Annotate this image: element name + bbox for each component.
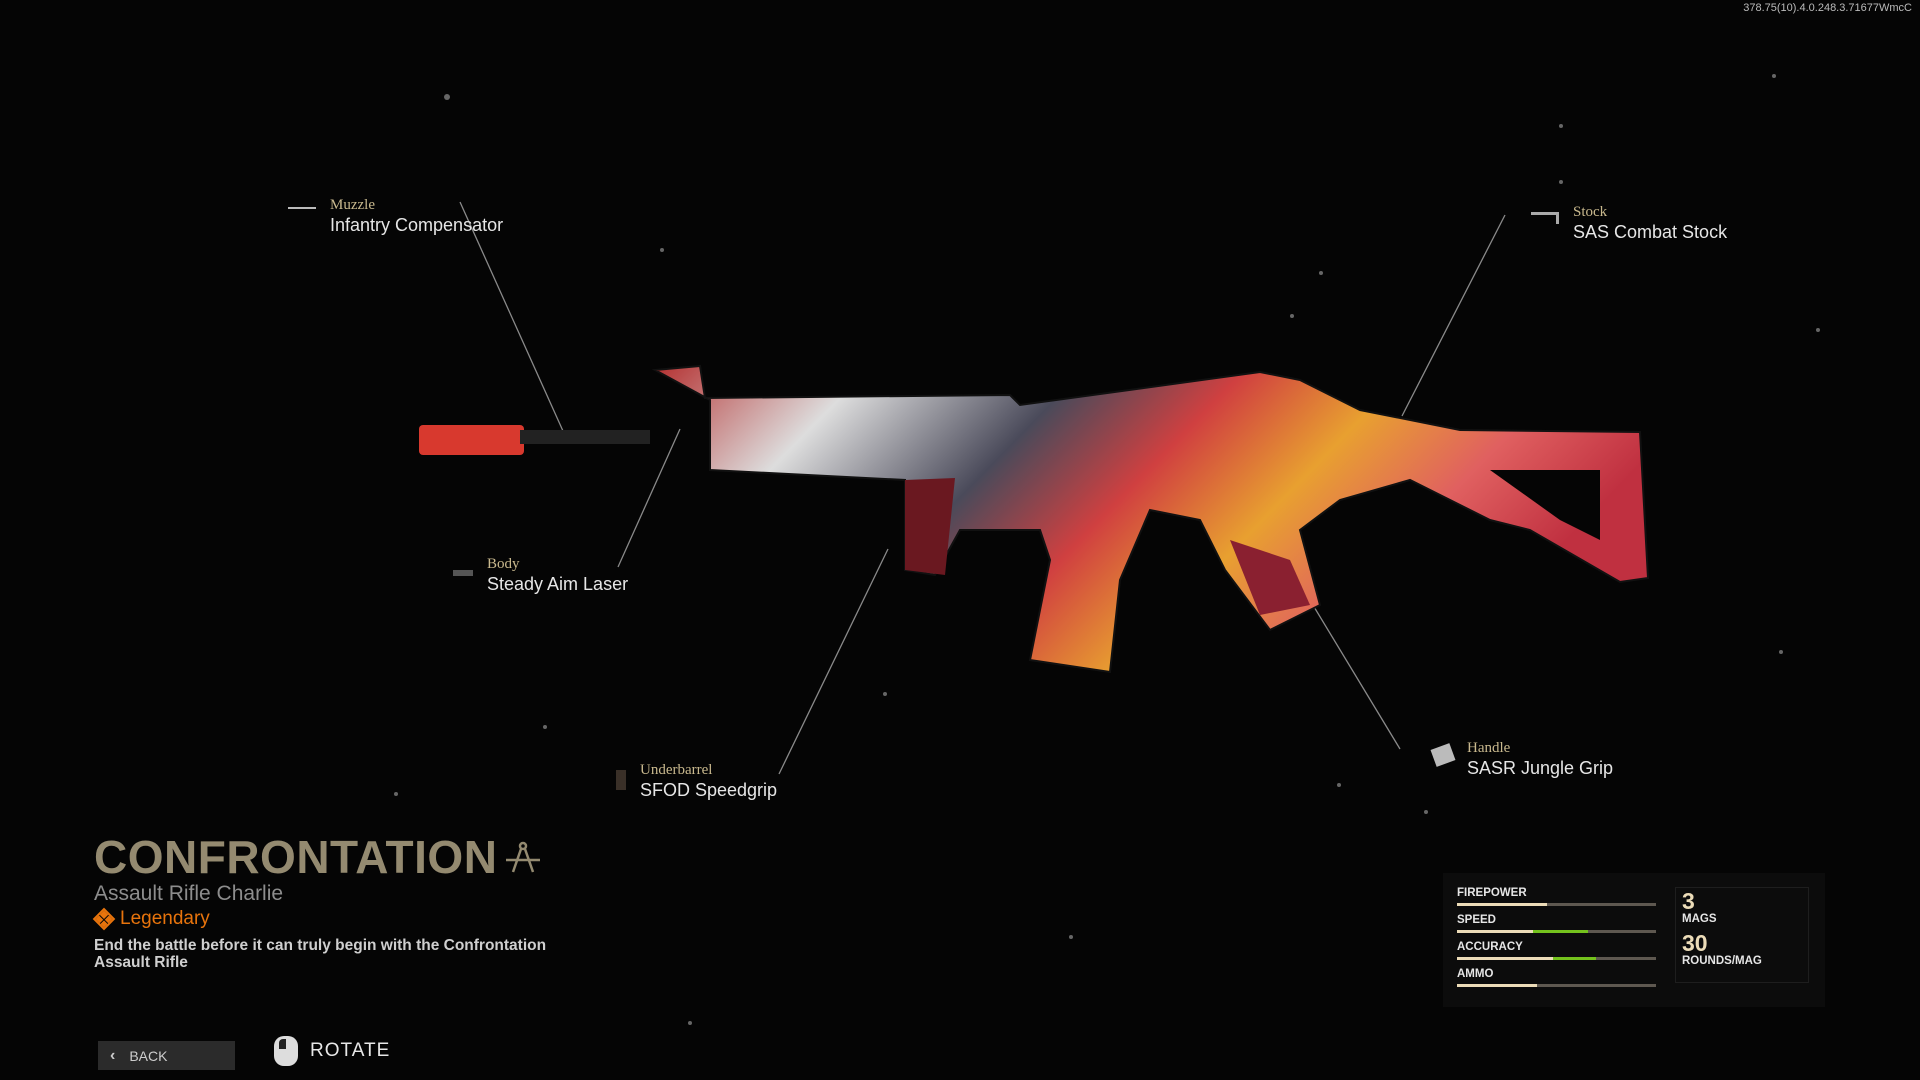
weapon-class: Assault Rifle Charlie — [94, 882, 284, 905]
rarity-badge: Legendary — [92, 907, 210, 931]
attachment-name: SFOD Speedgrip — [640, 780, 778, 800]
mags-label: MAGS — [1682, 913, 1717, 925]
attachment-name: SAS Combat Stock — [1573, 222, 1728, 242]
weapon-title: CONFRONTATION — [94, 834, 541, 880]
blueprint-compass-icon — [506, 841, 541, 873]
back-label: BACK — [129, 1047, 168, 1064]
handle-icon — [1430, 743, 1456, 767]
stock-icon — [1531, 212, 1559, 224]
stat-label: AMMO — [1457, 968, 1494, 980]
stat-label: SPEED — [1457, 914, 1496, 926]
rarity-label: Legendary — [120, 908, 210, 929]
attachment-category: Muzzle — [330, 197, 375, 213]
stat-bar-base — [1457, 957, 1553, 960]
stat-label: ACCURACY — [1457, 941, 1523, 953]
legendary-icon — [92, 907, 116, 931]
rounds-label: ROUNDS/MAG — [1682, 955, 1762, 967]
stat-bar-boost — [1552, 957, 1597, 960]
stats-panel: FIREPOWER SPEED ACCURACY AMMO 3 MAGS 30 ROU… — [1443, 873, 1825, 1007]
rotate-label: ROTATE — [310, 1040, 391, 1061]
attachment-category: Stock — [1573, 204, 1608, 220]
attachment-name: Steady Aim Laser — [487, 574, 629, 594]
stat-speed: SPEED — [1457, 914, 1656, 933]
stat-bar-boost — [1532, 930, 1589, 933]
version-string: 378.75(10).4.0.248.3.71677WmcC — [1743, 2, 1912, 14]
stat-bar-base — [1457, 930, 1533, 933]
back-button[interactable]: ‹ BACK — [98, 1041, 235, 1070]
ammo-box: 3 MAGS 30 ROUNDS/MAG — [1675, 887, 1809, 983]
chevron-left-icon: ‹ — [110, 1046, 116, 1064]
stat-bar — [1457, 930, 1656, 933]
rifle-image — [419, 364, 1650, 674]
stat-firepower: FIREPOWER — [1457, 887, 1656, 906]
stat-bar — [1457, 984, 1656, 987]
rotate-hint: ROTATE — [274, 1036, 390, 1066]
stat-ammo: AMMO — [1457, 968, 1656, 987]
attachment-name: Infantry Compensator — [330, 215, 504, 235]
mags-value: 3 — [1682, 888, 1695, 914]
mouse-icon — [274, 1036, 298, 1066]
laser-icon — [453, 570, 473, 576]
weapon-description: End the battle before it can truly begin… — [94, 937, 547, 971]
background-particles — [394, 74, 1820, 1025]
muzzle-icon — [288, 204, 316, 212]
stat-bar-base — [1457, 984, 1537, 987]
stat-bar — [1457, 903, 1656, 906]
stat-bar-base — [1457, 903, 1547, 906]
attachment-name: SASR Jungle Grip — [1467, 758, 1614, 778]
stat-label: FIREPOWER — [1457, 887, 1527, 899]
stat-accuracy: ACCURACY — [1457, 941, 1656, 960]
rounds-value: 30 — [1682, 930, 1708, 956]
weapon-name: CONFRONTATION — [94, 831, 498, 883]
stat-bar — [1457, 957, 1656, 960]
attachment-category: Handle — [1467, 740, 1511, 756]
attachment-category: Body — [487, 556, 520, 572]
attachment-category: Underbarrel — [640, 762, 713, 778]
grip-icon — [616, 770, 626, 790]
